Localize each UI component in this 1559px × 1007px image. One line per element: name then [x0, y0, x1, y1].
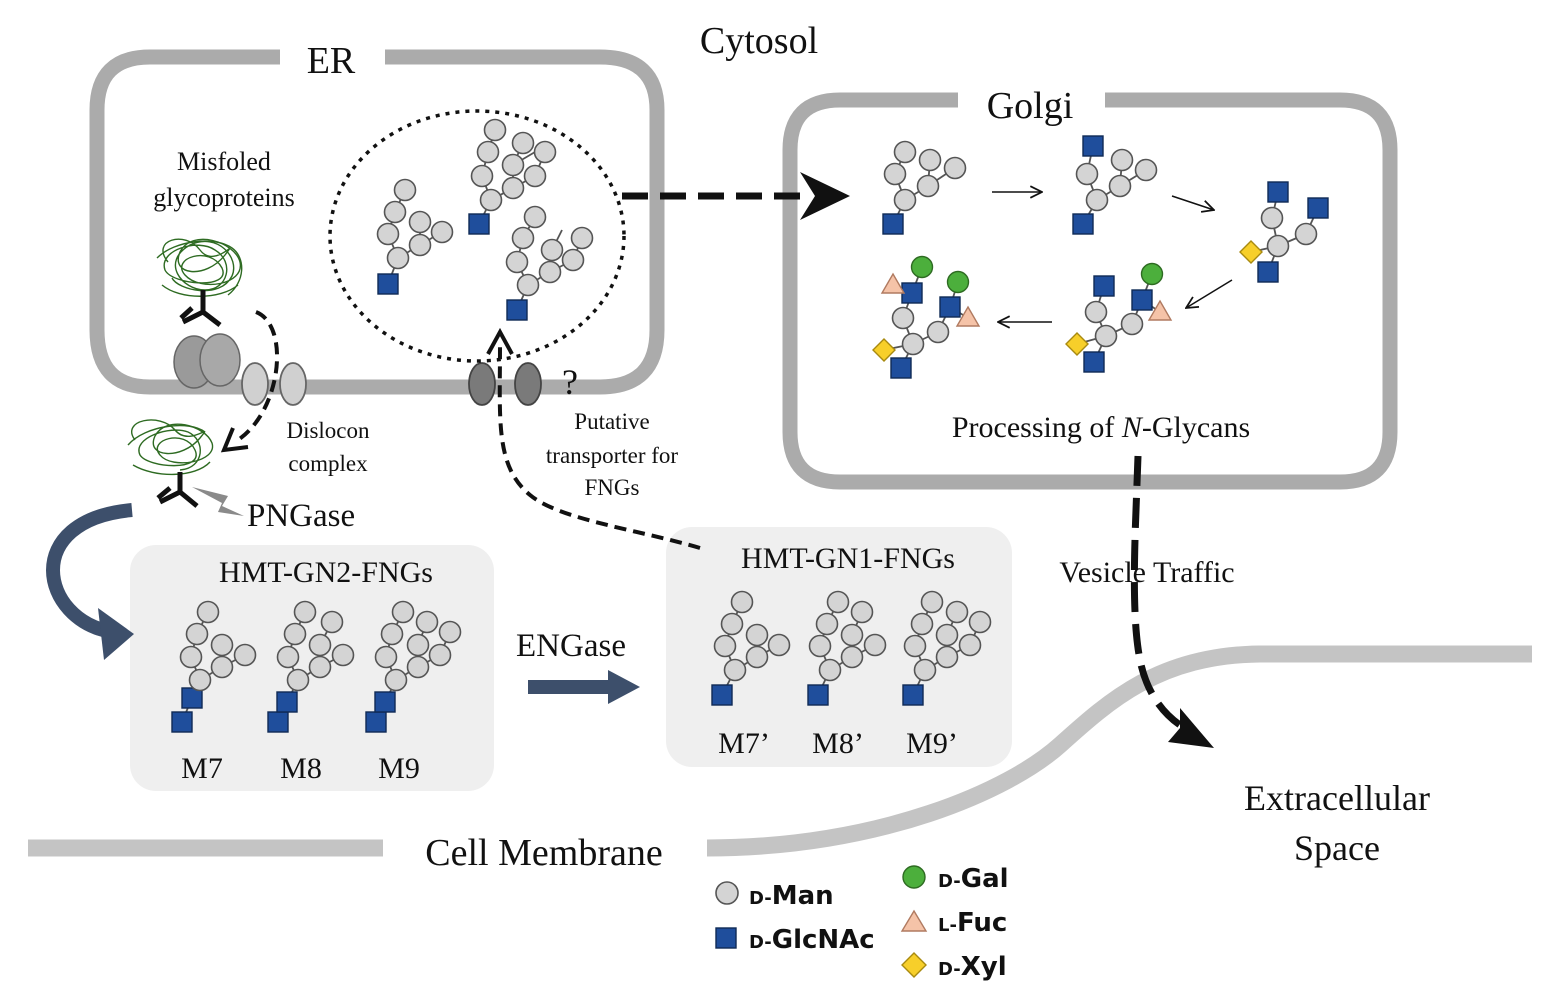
fng-pool-er: [328, 109, 626, 363]
golgi-step-arrow-3: [1186, 279, 1233, 308]
gn2-item-m8: M8: [280, 752, 322, 785]
legend-gal-icon: [902, 865, 926, 889]
gn1-glycan-m8: [807, 590, 887, 706]
question-mark: ?: [562, 362, 578, 402]
cell-membrane-label: Cell Membrane: [425, 832, 662, 874]
gn1-item-m9: M9’: [906, 727, 958, 760]
gn1-item-m7: M7’: [718, 727, 770, 760]
svg-text:D-Gal: D-Gal: [938, 864, 1009, 894]
gn1-glycan-m7: [711, 590, 791, 706]
legend-xyl-icon: [901, 952, 927, 978]
hmt-gn1-panel: [666, 527, 1012, 767]
transporter-arrowhead: [486, 327, 514, 355]
gn2-glycan-m7: [171, 600, 257, 733]
legend-fuc-icon: [900, 909, 928, 932]
dislocon-channel: [173, 333, 307, 406]
misfolded-label-line1: Misfoled: [177, 147, 271, 176]
legend-man-icon: [715, 881, 739, 905]
vesicle-traffic-label: Vesicle Traffic: [1059, 556, 1234, 589]
gn2-item-m7: M7: [181, 752, 223, 785]
misfolded-label-line2: glycoproteins: [153, 183, 295, 212]
gn2-glycan-m8: [267, 600, 355, 733]
pngase-flow-arrowhead: [98, 608, 134, 660]
golgi-glycan-1: [882, 140, 967, 235]
legend-item-gal: D-Gal: [902, 864, 1009, 894]
gn2-item-m9: M9: [378, 752, 420, 785]
pngase-label: PNGase: [247, 498, 355, 534]
golgi-label: Golgi: [987, 85, 1074, 127]
legend-glcnac-icon: [715, 927, 737, 949]
pngase-flow-arrow: [46, 503, 133, 639]
er-membrane: [89, 49, 665, 395]
er-pool-glycan-3: [505, 205, 594, 321]
fng-transporter-channel: [468, 362, 542, 406]
legend-item-man: D-Man: [715, 881, 834, 911]
engase-flow-arrowhead: [608, 670, 640, 704]
vesicle-traffic-arrow: [1130, 455, 1190, 734]
cell-membrane-curve: [706, 645, 1532, 857]
dislocon-label-line2: complex: [288, 451, 368, 476]
gn2-glycan-m9: [365, 600, 462, 733]
processing-label: Processing of N-Glycans: [952, 411, 1250, 444]
golgi-membrane: [782, 92, 1398, 490]
transporter-arrow: [497, 345, 701, 550]
golgi-glycan-5: [872, 255, 980, 379]
golgi-step-arrow-2: [1171, 195, 1214, 210]
dislocated-glycoprotein: [127, 419, 244, 516]
dislocation-arrowhead: [220, 427, 249, 453]
golgi-glycan-4: [1065, 262, 1172, 373]
engase-flow-shaft: [528, 680, 612, 694]
gn1-glycan-m9: [902, 590, 992, 706]
dislocation-arrow: [236, 310, 280, 442]
legend-item-fuc: L-Fuc: [900, 908, 1007, 938]
transporter-label-line2: transporter for: [546, 443, 679, 468]
er-pool-glycan-1: [376, 178, 454, 295]
svg-text:D-Xyl: D-Xyl: [938, 952, 1007, 982]
golgi-glycan-2: [1072, 135, 1158, 235]
engase-label: ENGase: [516, 628, 626, 664]
er-pool-glycan-2: [468, 118, 557, 235]
hmt-gn1-title: HMT-GN1-FNGs: [741, 542, 955, 575]
svg-text:D-GlcNAc: D-GlcNAc: [749, 925, 875, 955]
legend: D-Man D-GlcNAc D-Gal L-Fuc D-Xyl: [715, 864, 1009, 982]
transporter-label-line1: Putative: [574, 409, 649, 434]
golgi-glycan-3: [1239, 181, 1329, 283]
vesicle-traffic-arrowhead: [1168, 708, 1214, 748]
hmt-gn2-title: HMT-GN2-FNGs: [219, 556, 433, 589]
misfolded-glycoprotein: [156, 238, 243, 327]
er-to-golgi-arrowhead: [800, 172, 850, 220]
svg-text:L-Fuc: L-Fuc: [938, 908, 1007, 938]
extracellular-label-line2: Space: [1294, 828, 1380, 868]
dislocon-label-line1: Dislocon: [286, 418, 370, 443]
legend-item-glcnac: D-GlcNAc: [715, 925, 875, 955]
transporter-label-line3: FNGs: [585, 475, 640, 500]
extracellular-label-line1: Extracellular: [1244, 778, 1430, 818]
gn1-item-m8: M8’: [812, 727, 864, 760]
svg-text:D-Man: D-Man: [749, 881, 834, 911]
cytosol-label: Cytosol: [700, 20, 818, 62]
er-label: ER: [307, 40, 356, 82]
legend-item-xyl: D-Xyl: [901, 952, 1007, 982]
